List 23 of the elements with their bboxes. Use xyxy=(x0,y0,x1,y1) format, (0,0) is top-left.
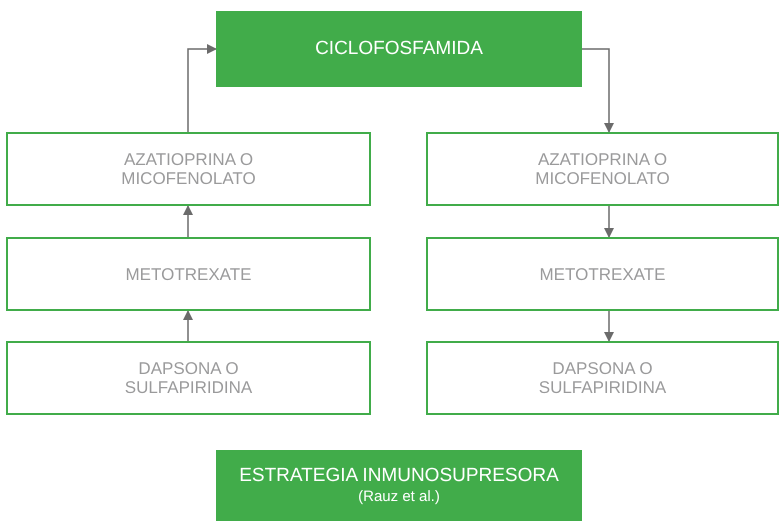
drug-name: AZATIOPRINA O MICOFENOLATO xyxy=(535,150,670,188)
drug-box xyxy=(426,341,779,415)
title-box xyxy=(216,450,582,521)
drug-box xyxy=(426,132,779,206)
box-title: CICLOFOSFAMIDA xyxy=(315,37,483,61)
title-box xyxy=(216,11,582,87)
drug-name: METOTREXATE xyxy=(540,264,666,284)
drug-name: AZATIOPRINA O MICOFENOLATO xyxy=(121,150,256,188)
arrow xyxy=(187,44,217,132)
box-title: ESTRATEGIA INMUNOSUPRESORA xyxy=(239,464,559,488)
drug-box xyxy=(6,132,371,206)
citation: (Rauz et al.) xyxy=(358,488,440,507)
arrow xyxy=(183,310,193,341)
arrow xyxy=(183,205,193,237)
arrow xyxy=(604,311,614,342)
arrow xyxy=(582,48,614,133)
drug-name: METOTREXATE xyxy=(126,264,252,284)
drug-name: DAPSONA O SULFAPIRIDINA xyxy=(538,359,666,397)
drug-box xyxy=(6,341,371,415)
arrow xyxy=(604,206,614,238)
drug-box xyxy=(426,237,779,311)
drug-box xyxy=(6,237,371,311)
drug-name: DAPSONA O SULFAPIRIDINA xyxy=(124,359,252,397)
